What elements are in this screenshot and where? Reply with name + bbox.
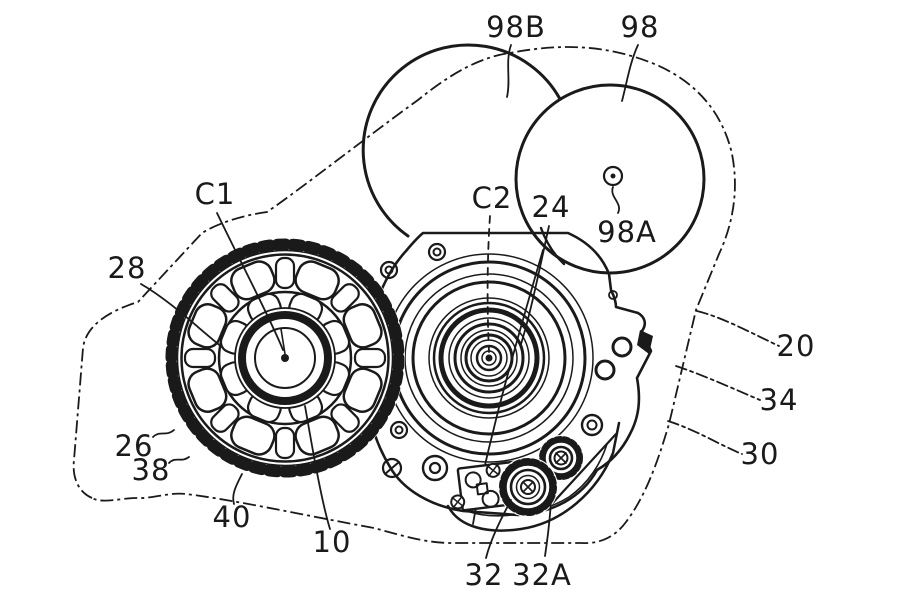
label-32: 32 xyxy=(465,558,504,592)
engine-cover-outline xyxy=(72,46,736,544)
pulley-98B xyxy=(361,43,562,238)
leader-32A xyxy=(544,483,553,557)
leader-30 xyxy=(667,420,743,455)
reference-numerals: 98B 98 98A C1 C2 24 28 26 38 40 10 32 32… xyxy=(108,10,816,592)
label-98: 98 xyxy=(621,10,660,44)
leader-98 xyxy=(621,44,639,102)
label-24: 24 xyxy=(532,190,571,224)
leader-20 xyxy=(696,310,780,347)
flange-lug-wedge xyxy=(637,330,653,354)
label-30: 30 xyxy=(741,437,780,471)
leader-40 xyxy=(232,473,243,505)
label-10: 10 xyxy=(313,525,352,559)
cross-screw xyxy=(450,494,466,510)
gear-rim xyxy=(180,253,390,463)
label-40: 40 xyxy=(213,500,252,534)
leader-38 xyxy=(168,456,190,464)
shaft-sleeve-ring xyxy=(238,311,332,405)
leader-34 xyxy=(675,365,761,401)
leader-C2 xyxy=(486,215,491,353)
label-98B: 98B xyxy=(486,10,546,44)
damper-slots xyxy=(183,256,387,460)
leader-C1 xyxy=(216,212,284,351)
damper-outer-lobes xyxy=(187,260,383,456)
leader-24 xyxy=(520,225,550,345)
leader-10 xyxy=(304,405,331,530)
label-26: 26 xyxy=(115,429,154,463)
label-20: 20 xyxy=(777,329,816,363)
lower-cover-plates xyxy=(446,421,621,532)
leader-28 xyxy=(140,283,223,348)
bolt-98A xyxy=(602,165,624,187)
label-34: 34 xyxy=(760,383,799,417)
slotted-screw xyxy=(381,457,403,479)
pulley-98 xyxy=(514,83,706,275)
leader-98B xyxy=(506,44,512,98)
gear-axis-dot xyxy=(281,354,289,362)
label-38: 38 xyxy=(132,453,171,487)
label-C2: C2 xyxy=(472,181,513,215)
label-28: 28 xyxy=(108,251,147,285)
leader-32 xyxy=(485,499,512,559)
damper-gear xyxy=(165,238,405,478)
pump-gear-32 xyxy=(498,457,558,517)
motor-axis-dot xyxy=(485,354,493,362)
cross-screw xyxy=(485,462,501,478)
leader-lines xyxy=(140,44,780,559)
label-C1: C1 xyxy=(195,177,236,211)
leader-26 xyxy=(152,429,175,438)
label-98A: 98A xyxy=(597,215,657,249)
gear-teeth xyxy=(165,238,405,478)
flange-bolt-holes xyxy=(362,242,633,482)
circle-98-overlap-arc xyxy=(539,226,566,266)
label-32A: 32A xyxy=(512,558,572,592)
leader-98A xyxy=(611,186,620,214)
